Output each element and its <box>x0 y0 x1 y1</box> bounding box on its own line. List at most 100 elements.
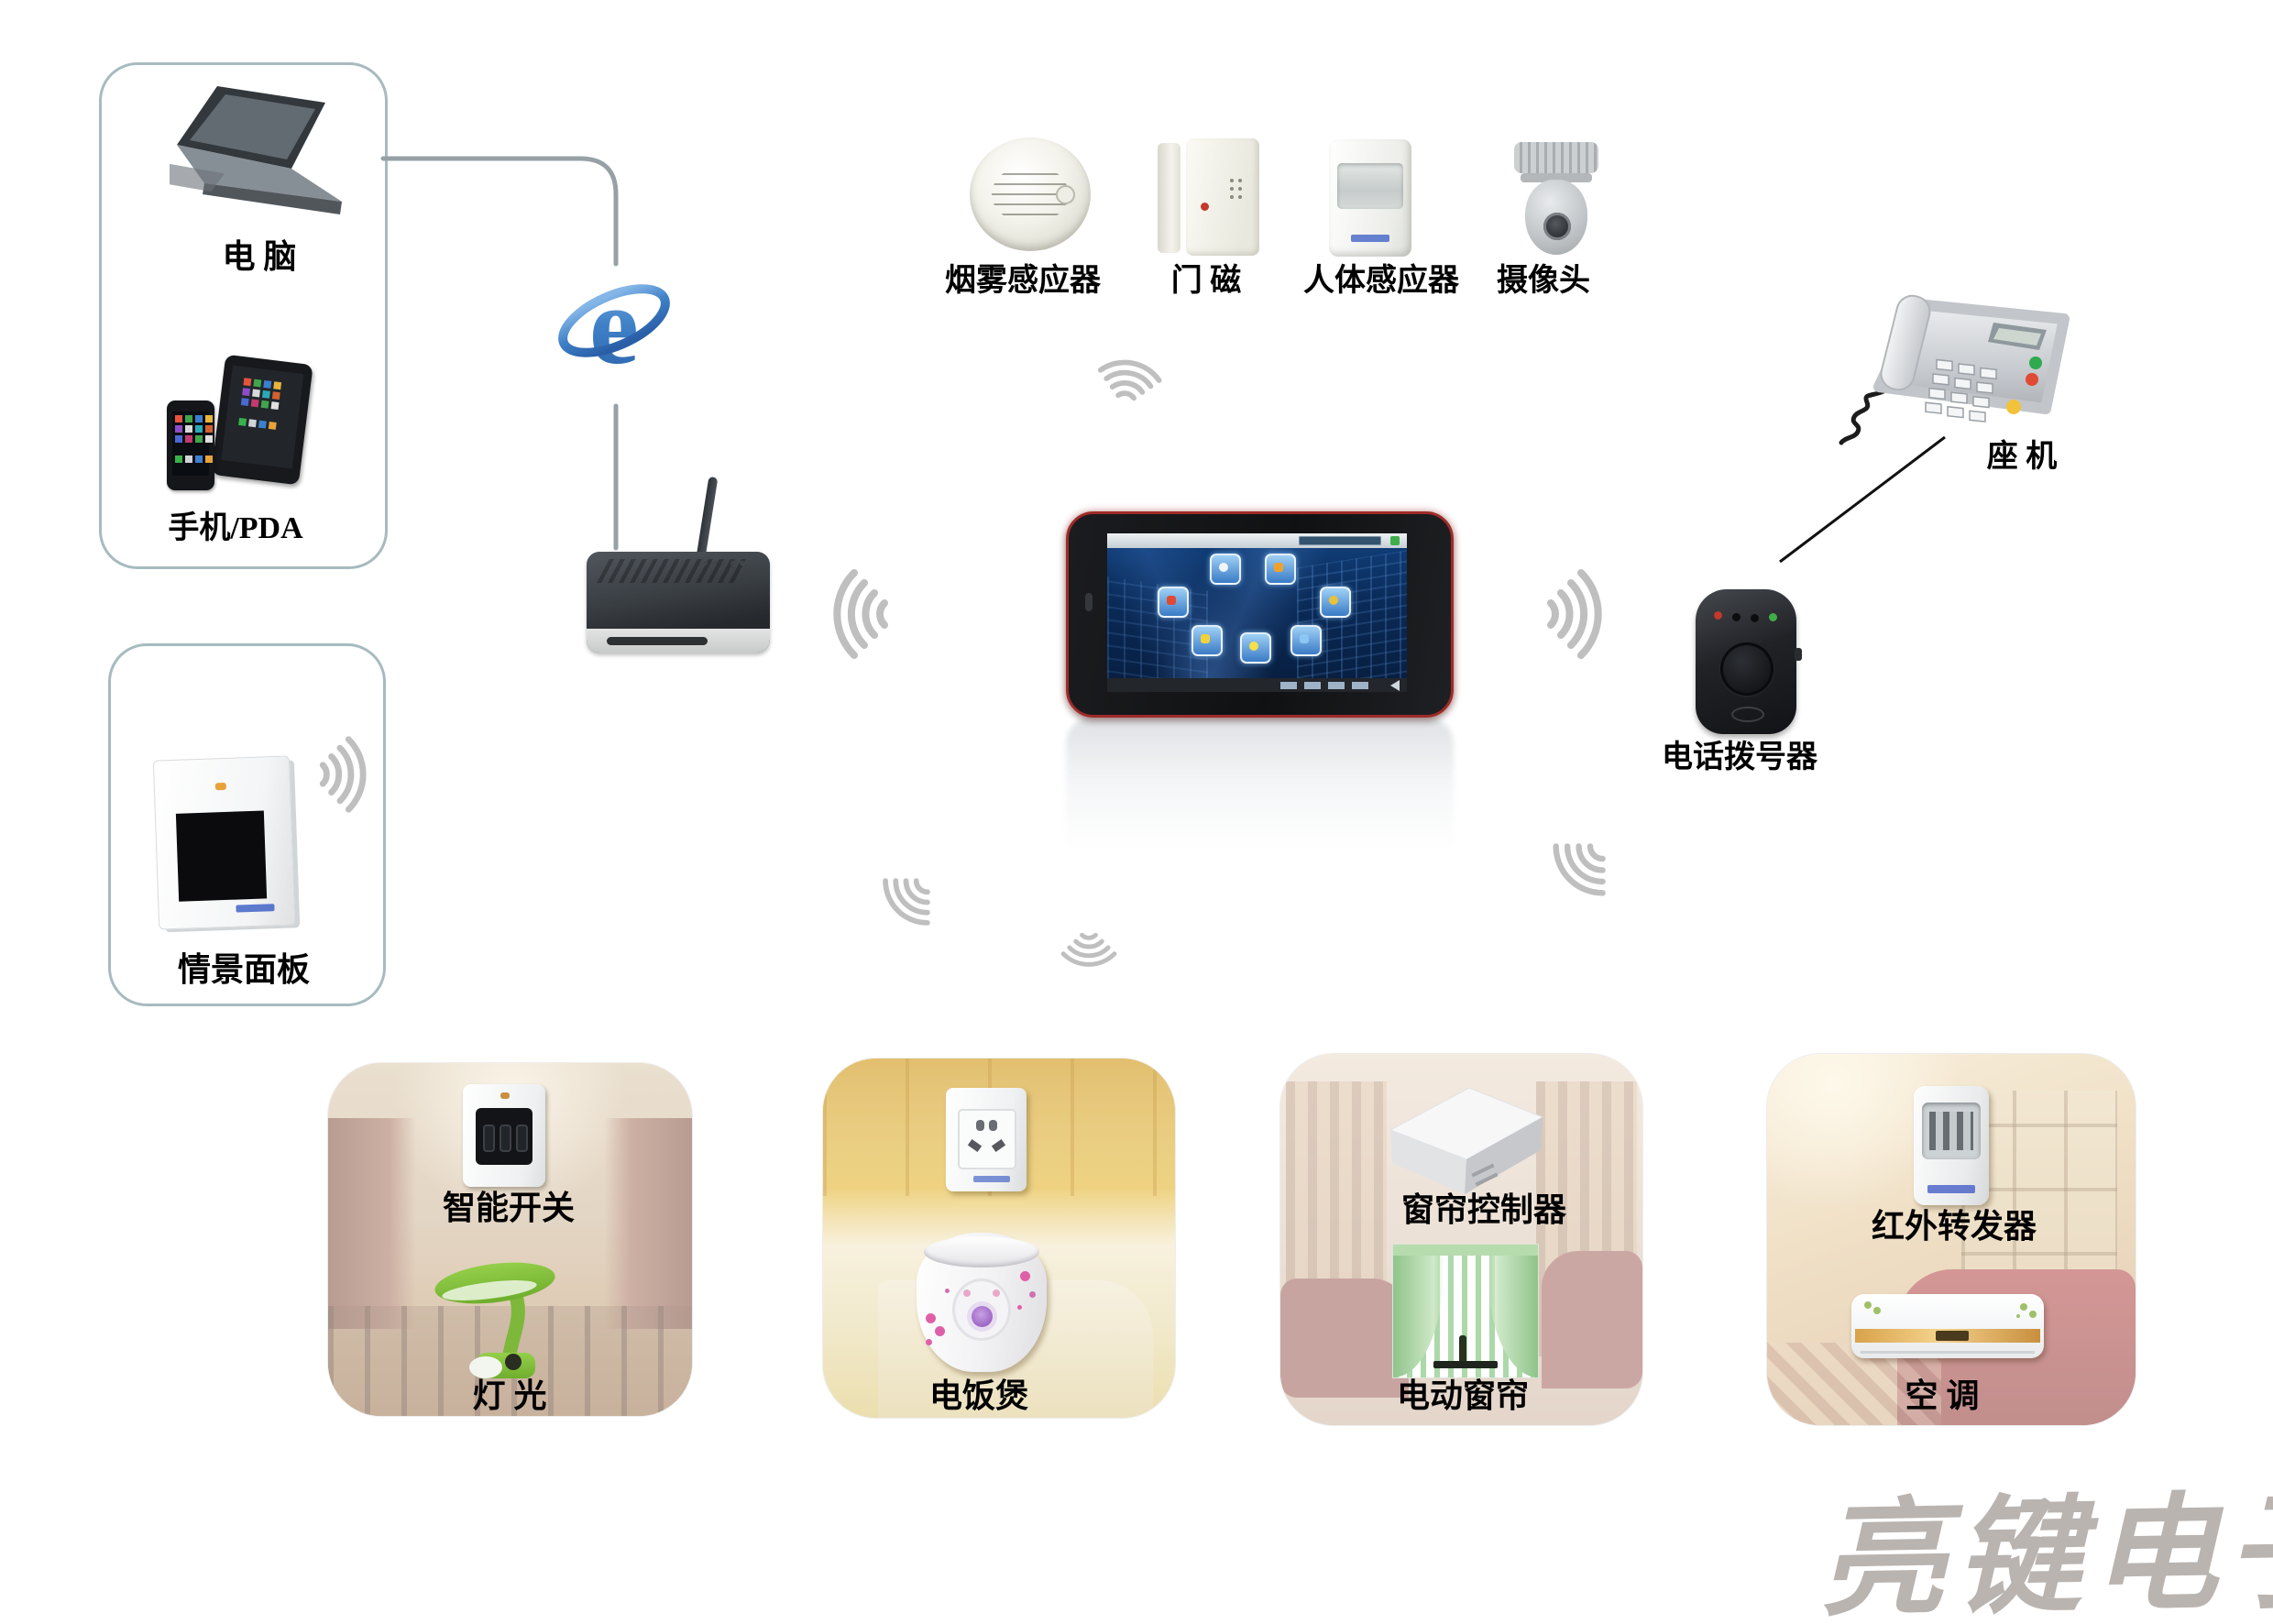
tablet-front-camera <box>1085 593 1093 611</box>
wifi-signal-icon <box>1551 573 1598 655</box>
desk-lamp-image <box>434 1262 555 1378</box>
socket-brand <box>973 1176 1010 1182</box>
ac-flap <box>1861 1351 2035 1354</box>
flower-decal <box>926 1313 936 1323</box>
mobile-pda-label: 手机/PDA <box>168 511 303 545</box>
body-sensor-brand <box>1351 235 1389 242</box>
computer-label: 电 脑 <box>222 238 297 275</box>
wifi-signal-icon <box>837 573 884 655</box>
sofa-decor <box>1280 1278 1409 1398</box>
smartphone-screen <box>172 411 209 476</box>
door-magnet-strip <box>1158 143 1180 253</box>
switch-led <box>500 1092 510 1099</box>
wall-socket-image <box>946 1088 1027 1191</box>
camera-label: 摄像头 <box>1497 264 1590 298</box>
ir-window <box>1922 1103 1981 1159</box>
camera-cap <box>1514 142 1598 173</box>
door-magnet-led <box>1201 203 1209 211</box>
rice-cooker-label: 电饭煲 <box>928 1377 1029 1414</box>
screen-light-streaks <box>1107 533 1407 692</box>
kitchen-panel: 电饭煲 <box>823 1059 1175 1418</box>
ir-brand <box>1927 1185 1975 1193</box>
electric-curtain-image <box>1393 1245 1538 1377</box>
cooker-button <box>972 1306 993 1327</box>
tablet-reflection <box>1066 717 1454 868</box>
smoke-sensor-button <box>1056 185 1075 204</box>
switch-glass <box>476 1108 533 1165</box>
ac-decal <box>1864 1301 1872 1309</box>
curtain-decor <box>328 1118 416 1329</box>
app-icon <box>1240 632 1271 664</box>
body-sensor-label: 人体感应器 <box>1303 264 1459 298</box>
scene-panel-brand <box>236 904 275 913</box>
scene-panel-label: 情景面板 <box>177 951 311 988</box>
app-icon <box>1191 625 1223 656</box>
door-magnet-image <box>1186 138 1259 256</box>
control-tablet-image <box>1066 511 1454 718</box>
flower-decal <box>1020 1271 1030 1281</box>
curtain-controller-image <box>1389 1087 1544 1194</box>
smoke-sensor-label: 烟雾感应器 <box>945 264 1101 298</box>
smoke-sensor-image <box>970 137 1091 251</box>
sofa-decor <box>1542 1251 1642 1388</box>
dialer-side-knob <box>1795 648 1802 661</box>
wifi-signal-icon <box>1546 829 1620 903</box>
body-sensor-window <box>1337 163 1403 209</box>
router-front-panel <box>587 629 770 653</box>
scene-panel-screen <box>175 810 268 902</box>
door-magnet-speaker <box>1230 179 1234 182</box>
lighting-scene-panel: 智能开关 灯 光 <box>328 1063 692 1416</box>
rice-cooker-image <box>917 1233 1047 1372</box>
body-sensor-image <box>1329 139 1411 257</box>
wifi-signal-icon <box>877 865 943 931</box>
socket-plate <box>958 1109 1016 1169</box>
ie-browser-icon: e <box>558 264 670 388</box>
app-grid <box>243 378 252 387</box>
app-icon <box>1265 554 1296 585</box>
ir-repeater-label: 红外转发器 <box>1871 1208 2037 1245</box>
ac-display <box>1936 1331 1969 1341</box>
router-leds <box>749 561 753 565</box>
ir-repeater-image <box>1914 1086 1989 1205</box>
cooker-control-panel <box>952 1278 1011 1341</box>
laptop-image <box>170 86 342 214</box>
camera-ring <box>1521 173 1592 182</box>
topbar-status-icon <box>1390 536 1400 545</box>
connector-phone-to-dialer <box>1779 435 1946 564</box>
wifi-signal-icon <box>1097 358 1161 402</box>
curtain-controller-label: 窗帘控制器 <box>1400 1191 1567 1228</box>
app-grid <box>175 415 182 422</box>
phone-dialer-image <box>1696 589 1802 734</box>
pda-screen <box>221 365 304 469</box>
camera-image <box>1510 137 1602 257</box>
tablet-screen <box>1107 533 1407 692</box>
curtain-decor <box>604 1118 692 1329</box>
camera-lens <box>1543 213 1571 240</box>
scene-panel-image <box>152 755 296 930</box>
app-icon <box>1320 587 1351 618</box>
scene-panel-led <box>214 782 226 791</box>
smartphone-image <box>167 401 214 490</box>
svg-text:e: e <box>589 264 639 388</box>
router-front-inset <box>607 637 708 645</box>
landline-phone-image <box>1839 294 2070 445</box>
curtain-panel: 窗帘控制器 电动窗帘 <box>1280 1054 1642 1425</box>
landline-label: 座 机 <box>1986 440 2058 474</box>
app-icon <box>1210 554 1241 585</box>
watermark-logo: 亮键电子 <box>1817 1481 2273 1624</box>
topbar-buttons <box>1299 536 1381 545</box>
tablet-screen-topbar <box>1107 533 1407 548</box>
app-icon <box>1158 587 1189 618</box>
smart-switch-label: 智能开关 <box>442 1190 576 1226</box>
phone-dialer-label: 电话拨号器 <box>1662 741 1817 774</box>
back-arrow-icon <box>1390 680 1400 691</box>
dialer-leds <box>1714 611 1722 620</box>
screen-city-wireframe-right <box>1297 550 1407 692</box>
ac-panel: 红外转发器 空 调 <box>1767 1054 2136 1425</box>
smart-switch-image <box>463 1084 545 1187</box>
bottombar-buttons <box>1280 682 1376 689</box>
connector-box-to-browser <box>380 156 619 267</box>
electric-curtain-label: 电动窗帘 <box>1396 1377 1530 1414</box>
air-conditioner-image <box>1851 1294 2044 1358</box>
